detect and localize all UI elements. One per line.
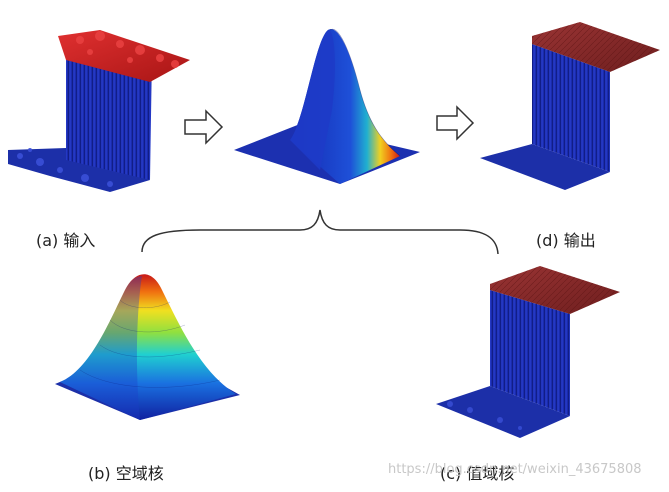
spatial-kernel-label: (b) 空域核 bbox=[88, 460, 164, 484]
range-kernel-surface bbox=[436, 266, 620, 438]
spatial-kernel-surface bbox=[55, 274, 240, 420]
combined-kernel-surface bbox=[234, 29, 420, 184]
input-label: (a) 输入 bbox=[36, 227, 95, 251]
watermark: https://blog.csdn.net/weixin_43675808 bbox=[388, 462, 642, 477]
input-surface bbox=[8, 30, 190, 192]
output-label: (d) 输出 bbox=[536, 227, 596, 251]
right-arrow-icon bbox=[437, 107, 473, 139]
right-arrow-icon bbox=[185, 111, 222, 143]
output-surface bbox=[480, 22, 660, 190]
curly-brace-icon bbox=[142, 210, 498, 254]
